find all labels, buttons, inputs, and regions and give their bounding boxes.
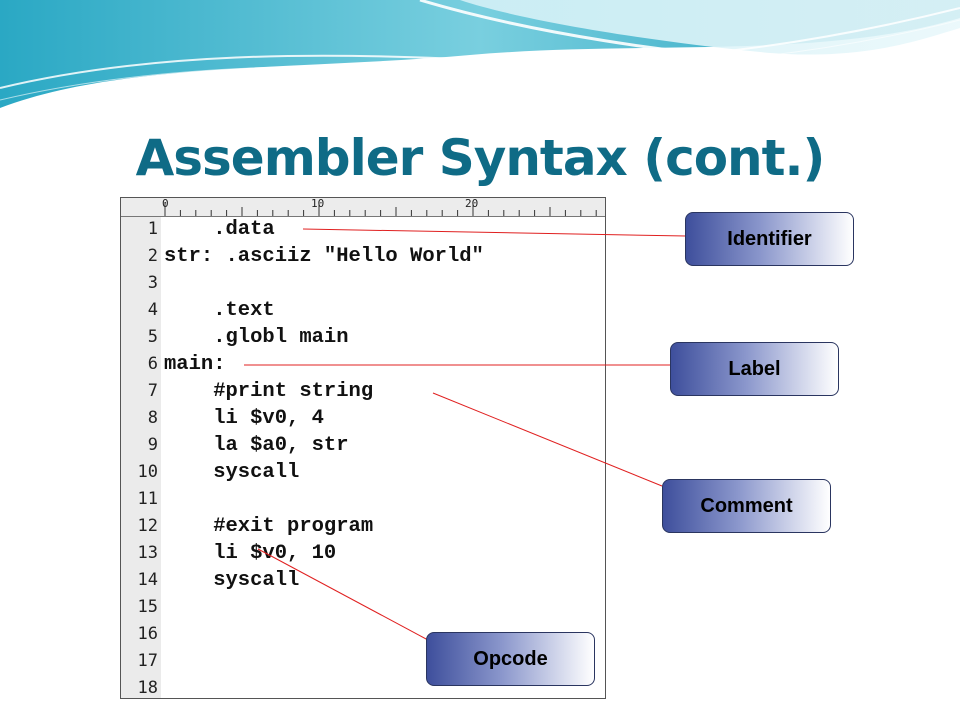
identifier-callout: Identifier [685, 212, 854, 266]
code-line: 6 main: [121, 351, 605, 378]
line-number: 14 [137, 570, 158, 590]
line-number: 2 [147, 246, 158, 266]
line-text: #print string [164, 380, 374, 403]
code-editor: 0 10 20 1 .data 2 str: .asciiz "Hello Wor… [120, 197, 606, 699]
code-line: 11 [121, 486, 605, 513]
label-callout: Label [670, 342, 839, 396]
code-line: 3 [121, 270, 605, 297]
line-number: 7 [147, 381, 158, 401]
ruler-label-0: 0 [162, 197, 169, 210]
code-line: 7 #print string [121, 378, 605, 405]
line-number: 3 [147, 273, 158, 293]
line-number: 9 [147, 435, 158, 455]
line-number: 5 [147, 327, 158, 347]
line-number: 10 [137, 462, 158, 482]
code-line: 5 .globl main [121, 324, 605, 351]
line-text: la $a0, str [164, 434, 349, 457]
line-number: 17 [137, 651, 158, 671]
line-number: 13 [137, 543, 158, 563]
line-number: 18 [137, 678, 158, 698]
code-line: 14 syscall [121, 567, 605, 594]
wave-header-decoration [0, 0, 960, 108]
line-text: li $v0, 4 [164, 407, 324, 430]
code-line: 15 [121, 594, 605, 621]
code-line: 16 [121, 621, 605, 648]
line-text: str: .asciiz "Hello World" [164, 245, 484, 268]
line-number: 12 [137, 516, 158, 536]
ruler-label-20: 20 [465, 197, 479, 210]
comment-callout: Comment [662, 479, 831, 533]
code-line: 12 #exit program [121, 513, 605, 540]
line-text: .data [164, 218, 275, 241]
code-line: 4 .text [121, 297, 605, 324]
line-number: 8 [147, 408, 158, 428]
line-text: .globl main [164, 326, 349, 349]
line-text: syscall [164, 461, 300, 484]
code-line: 10 syscall [121, 459, 605, 486]
line-number: 16 [137, 624, 158, 644]
code-line: 2 str: .asciiz "Hello World" [121, 243, 605, 270]
line-number: 15 [137, 597, 158, 617]
line-number: 1 [147, 219, 158, 239]
line-text: .text [164, 299, 275, 322]
line-text: li $v0, 10 [164, 542, 337, 565]
code-line: 17 [121, 648, 605, 675]
code-line: 8 li $v0, 4 [121, 405, 605, 432]
line-text: main: [164, 353, 226, 376]
line-number: 11 [137, 489, 158, 509]
line-text: #exit program [164, 515, 374, 538]
code-line: 13 li $v0, 10 [121, 540, 605, 567]
slide-title: Assembler Syntax (cont.) [135, 129, 826, 187]
ruler-ticks [164, 202, 597, 216]
line-number: 4 [147, 300, 158, 320]
line-number-gutter [121, 217, 161, 698]
code-line: 9 la $a0, str [121, 432, 605, 459]
code-line: 18 [121, 675, 605, 698]
opcode-callout: Opcode [426, 632, 595, 686]
line-number: 6 [147, 354, 158, 374]
code-line: 1 .data [121, 216, 605, 243]
editor-ruler: 0 10 20 [121, 198, 605, 217]
ruler-label-10: 10 [311, 197, 325, 210]
line-text: syscall [164, 569, 300, 592]
